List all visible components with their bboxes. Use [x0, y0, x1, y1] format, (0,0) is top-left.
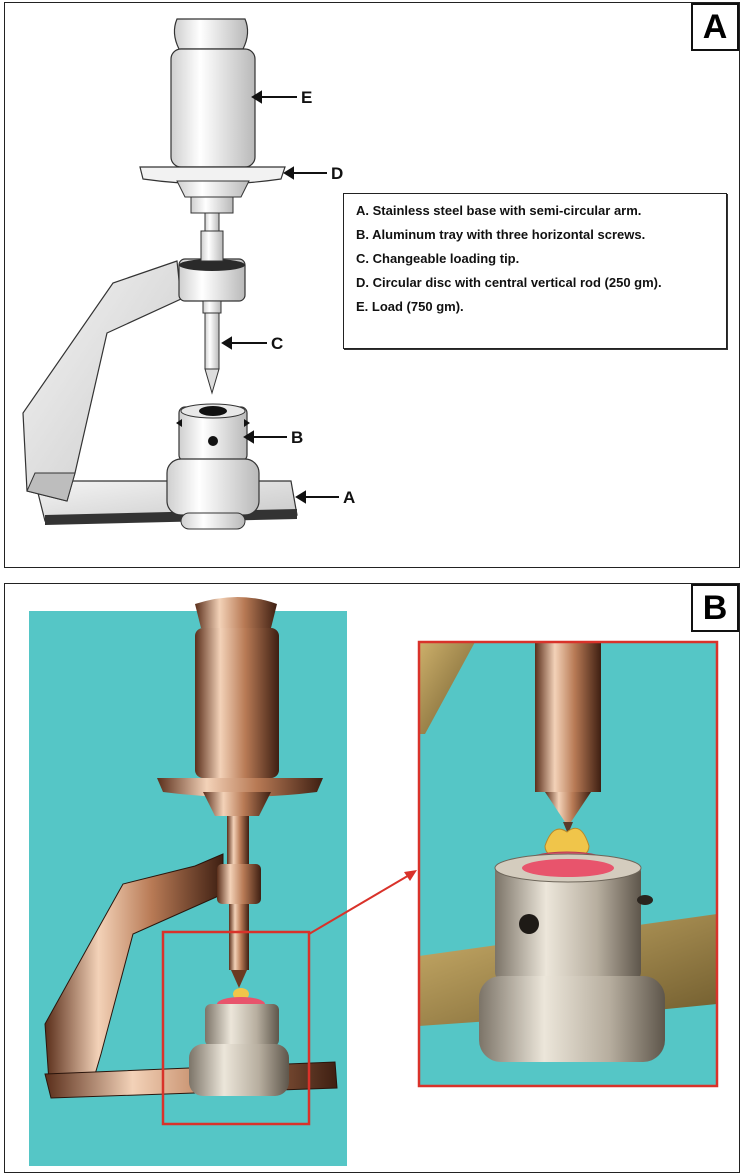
aluminum-tray: [167, 404, 259, 529]
panel-a-schematic: A: [4, 2, 740, 568]
legend-item-c: C. Changeable loading tip.: [356, 251, 726, 266]
callout-a: A: [343, 488, 355, 508]
load-weight: [171, 19, 255, 167]
callout-e: E: [301, 88, 312, 108]
callout-b: B: [291, 428, 303, 448]
callout-d: D: [331, 164, 343, 184]
central-vertical-rod: [201, 213, 223, 261]
apparatus-photo: [5, 584, 741, 1174]
semi-circular-arm: [23, 261, 181, 501]
panel-b-photo: B: [4, 583, 740, 1173]
legend-item-e: E. Load (750 gm).: [356, 299, 726, 314]
magnified-inset: [419, 642, 717, 1086]
arm-collar: [179, 259, 245, 301]
legend-item-a: A. Stainless steel base with semi-circul…: [356, 203, 726, 218]
component-legend: A. Stainless steel base with semi-circul…: [343, 193, 727, 349]
circular-disc: [140, 167, 285, 213]
loading-tip: [203, 301, 221, 393]
callout-c: C: [271, 334, 283, 354]
legend-item-d: D. Circular disc with central vertical r…: [356, 275, 726, 290]
legend-item-b: B. Aluminum tray with three horizontal s…: [356, 227, 726, 242]
